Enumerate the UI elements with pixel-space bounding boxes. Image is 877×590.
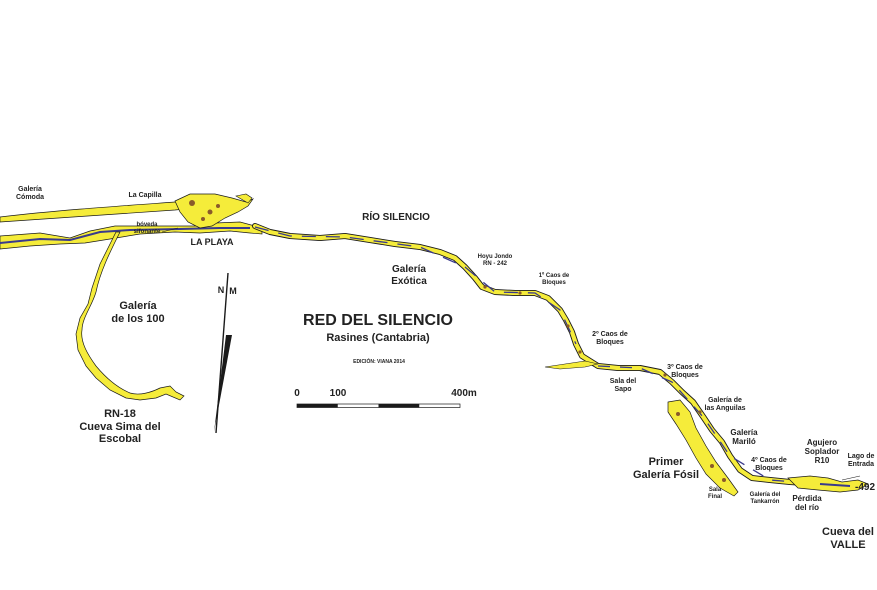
label-galeria-exotica: Galería Exótica [391,264,427,287]
label-rn-18: RN-18 Cueva Sima del Escobal [79,408,161,446]
scale-tick-400m: 400m [451,388,477,399]
label-agujero-soplador: Agujero Soplador R10 [804,438,840,466]
north-arrow-icon [214,272,232,434]
label-caos-2: 2º Caos de Bloques [592,331,628,347]
label-north: N [217,285,225,295]
label-galeria-de-los-100: Galería de los 100 [111,300,165,325]
la-capilla-chamber [174,193,255,229]
label-la-capilla: La Capilla [128,192,162,199]
scale-bar [296,403,461,408]
label-boveda-sifonante: bóveda sifonante [133,222,161,235]
label-galeria-marilo: Galería Mariló [730,428,758,447]
label-rio-silencio: RÍO SILENCIO [362,212,430,223]
cueva-del-valle-entrance [787,475,869,493]
sala-del-sapo-branch [544,360,599,370]
label-sala-del-sapo: Sala del Sapo [609,378,637,394]
label-lago-entrada: Lago de Entrada [847,453,875,469]
primer-galeria-fosil [667,399,739,497]
map-title: RED DEL SILENCIO [303,312,453,329]
scale-tick-100: 100 [329,388,347,399]
label-hoyu-jondo: Hoyu Jondo RN - 242 [477,254,513,267]
label-magnetic: M [229,286,237,296]
label-depth: -492 [854,482,875,493]
passage-detail-marks [483,285,702,414]
label-la-playa: LA PLAYA [190,237,234,247]
map-edition: EDICIÓN: VIANA 2014 [353,359,405,365]
map-subtitle: Rasines (Cantabria) [326,332,430,344]
label-caos-3: 3º Caos de Bloques [667,364,703,380]
label-galeria-anguilas: Galería de las Anguilas [704,397,746,413]
label-cueva-del-valle: Cueva del VALLE [822,526,874,551]
label-caos-1: 1º Caos de Bloques [538,273,570,286]
label-primer-galeria-fosil: Primer Galería Fósil [632,456,700,481]
galeria-de-los-100 [75,231,185,401]
boveda-leader-line [161,227,179,233]
scale-tick-0: 0 [294,388,300,399]
rio-silencio-passage [252,223,853,489]
label-caos-4: 4º Caos de Bloques [751,457,787,473]
label-galeria-comoda: Galería Cómoda [16,186,44,202]
label-sala-final: Sala Final [707,487,722,500]
label-galeria-tankarron: Galería del Tankarrón [749,492,781,505]
label-perdida-rio: Pérdida del río [792,494,822,513]
